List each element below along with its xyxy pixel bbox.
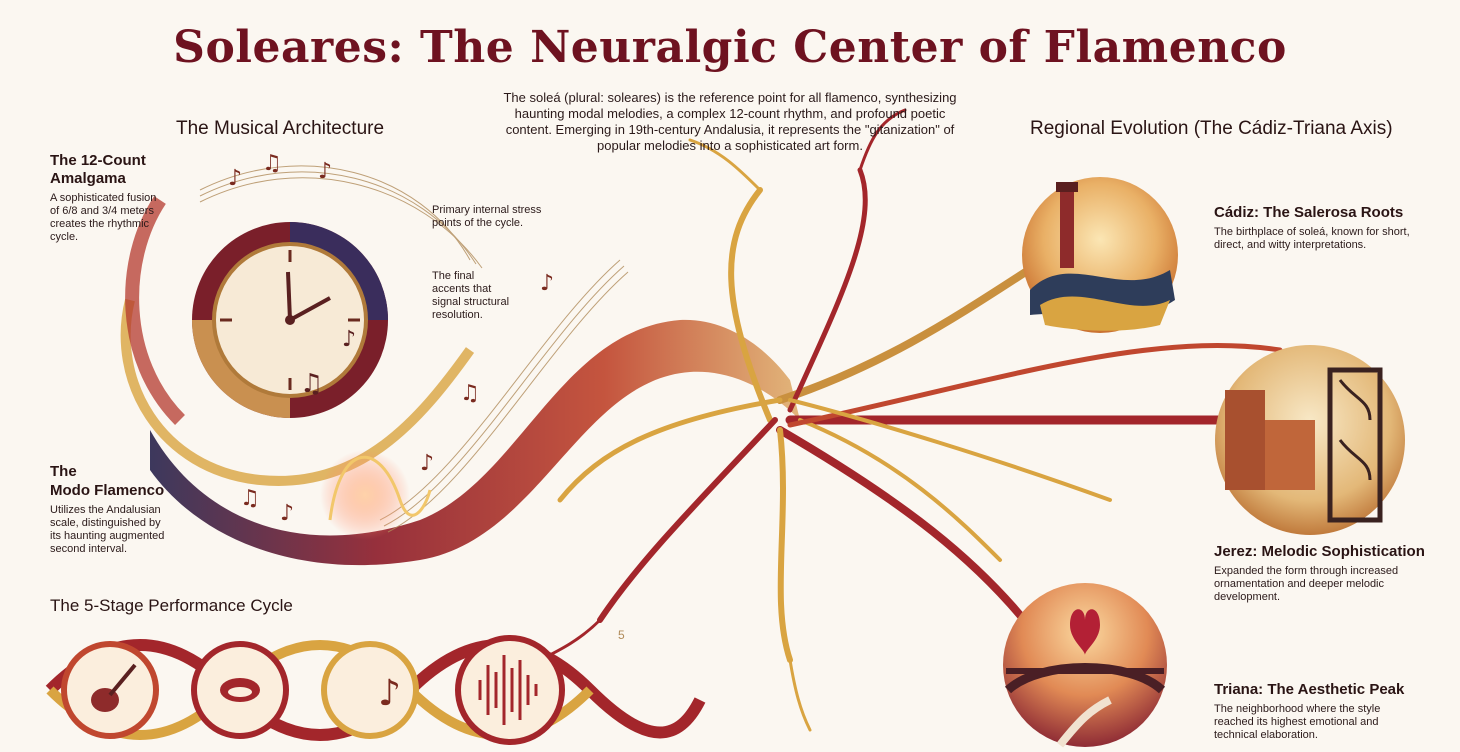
guitar-icon bbox=[91, 663, 137, 712]
cadiz-text: The birthplace of soleá, known for short… bbox=[1214, 226, 1410, 251]
musical-architecture-heading: The Musical Architecture bbox=[176, 118, 385, 139]
performance-cycle-heading: The 5-Stage Performance Cycle bbox=[50, 596, 293, 615]
main-ribbon bbox=[150, 319, 800, 566]
modo-text: Utilizes the Andalusian scale, distingui… bbox=[50, 504, 165, 555]
svg-text:♫: ♫ bbox=[240, 486, 260, 511]
cadiz-title: Cádiz: The Salerosa Roots bbox=[1214, 204, 1404, 221]
music-notes: ♪ ♫ ♪ ♪ ♫ ♪ ♫ ♪ bbox=[228, 151, 554, 526]
svg-text:♪: ♪ bbox=[280, 501, 294, 526]
mouth-icon bbox=[220, 678, 260, 702]
sound-wave-icon bbox=[478, 655, 538, 725]
svg-text:♪: ♪ bbox=[420, 451, 434, 476]
triana-illustration bbox=[1003, 583, 1167, 748]
modo-title-line2: Modo Flamenco bbox=[50, 482, 165, 499]
jerez-text: Expanded the form through increased orna… bbox=[1214, 565, 1399, 603]
svg-text:♫: ♫ bbox=[300, 369, 323, 399]
cadiz-illustration bbox=[1022, 177, 1178, 333]
tree-branches bbox=[538, 108, 1283, 732]
music-note-icon: ♪ bbox=[378, 673, 401, 714]
svg-text:♪: ♪ bbox=[318, 159, 332, 184]
svg-text:♪: ♪ bbox=[228, 166, 242, 191]
clock-12-count: ♫ ♪ bbox=[192, 222, 388, 418]
performance-cycle-helix bbox=[45, 635, 706, 745]
jerez-title: Jerez: Melodic Sophistication bbox=[1214, 543, 1425, 560]
final-accents-text: The final accents that signal structural… bbox=[432, 270, 510, 321]
svg-text:♪: ♪ bbox=[342, 327, 356, 352]
stress-points-text: Primary internal stress points of the cy… bbox=[432, 204, 542, 229]
intro-paragraph: The soleá (plural: soleares) is the refe… bbox=[503, 90, 957, 153]
amalgama-text: A sophisticated fusion of 6/8 and 3/4 me… bbox=[50, 192, 157, 243]
amalgama-title: The 12-Count Amalgama bbox=[50, 152, 146, 187]
modo-title-line1: The bbox=[50, 463, 77, 480]
svg-text:♪: ♪ bbox=[540, 271, 554, 296]
jerez-illustration bbox=[1215, 345, 1405, 535]
regional-evolution-heading: Regional Evolution (The Cádiz-Triana Axi… bbox=[1030, 118, 1393, 139]
svg-text:♫: ♫ bbox=[262, 151, 282, 176]
svg-text:♫: ♫ bbox=[460, 381, 480, 406]
stage-number: 5 bbox=[618, 628, 625, 642]
triana-text: The neighborhood where the style reached… bbox=[1214, 703, 1381, 741]
page-title: Soleares: The Neuralgic Center of Flamen… bbox=[173, 22, 1287, 73]
triana-title: Triana: The Aesthetic Peak bbox=[1214, 681, 1405, 698]
music-staff bbox=[199, 165, 629, 533]
